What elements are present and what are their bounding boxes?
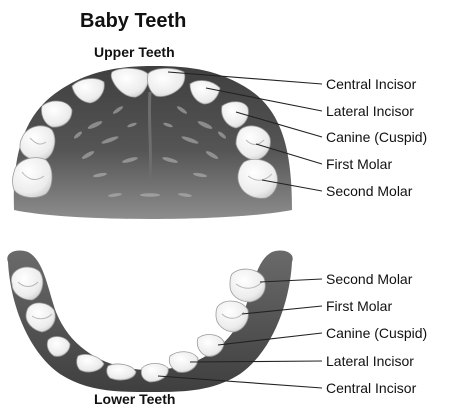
lower-central-incisor-label: Central Incisor [326,380,417,396]
lower-teeth-heading: Lower Teeth [94,391,175,407]
upper-second-molar-label: Second Molar [326,183,413,199]
upper-canine-label: Canine (Cuspid) [326,129,427,145]
upper-arch [13,66,293,219]
upper-central-incisor-label: Central Incisor [326,76,417,92]
lower-lateral-incisor-label: Lateral Incisor [326,353,414,369]
lower-right-second-molar [230,269,265,302]
lower-canine-label: Canine (Cuspid) [326,325,427,341]
diagram-title: Baby Teeth [80,10,186,32]
lower-second-molar-label: Second Molar [326,271,413,287]
upper-first-molar-label: First Molar [326,156,392,172]
upper-teeth-heading: Upper Teeth [94,44,175,60]
lower-arch [7,250,292,392]
lower-first-molar-label: First Molar [326,298,392,314]
lower-left-central-incisor [107,364,136,380]
upper-lateral-incisor-label: Lateral Incisor [326,103,414,119]
upper-left-second-molar [13,158,53,198]
